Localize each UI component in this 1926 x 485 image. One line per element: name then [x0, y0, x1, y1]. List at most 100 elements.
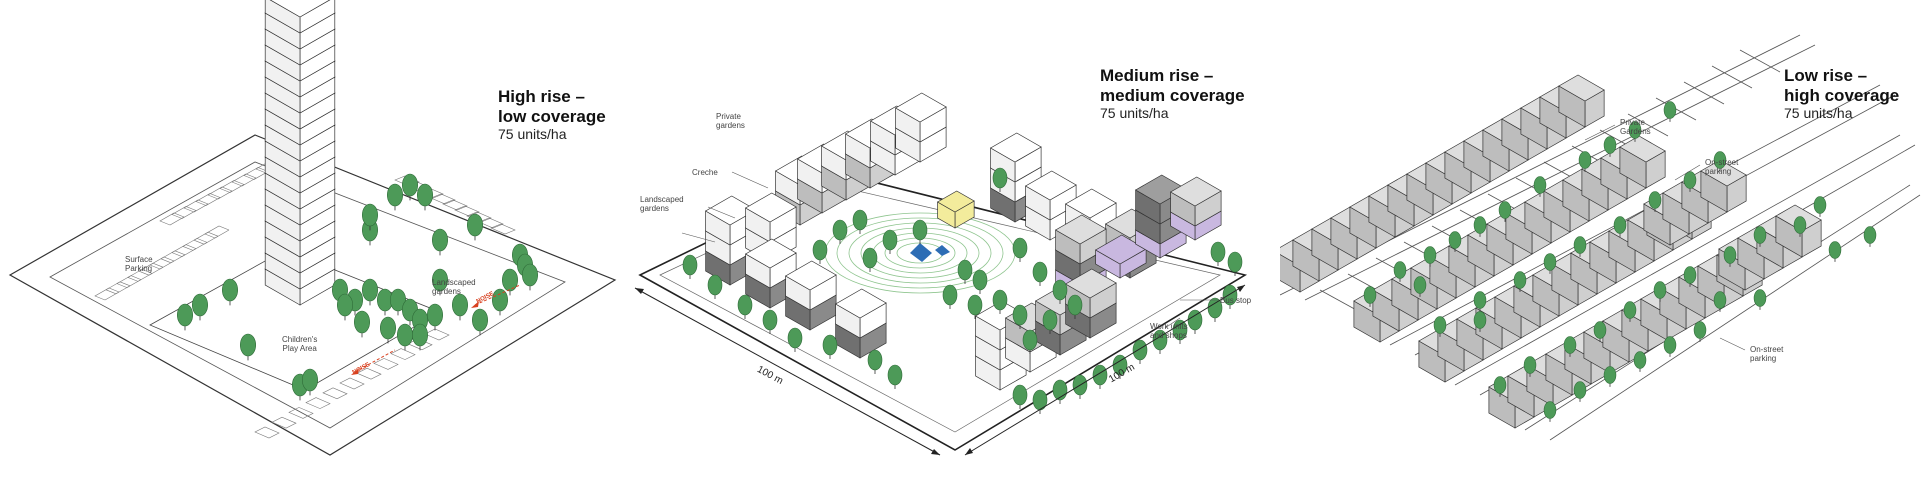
tree — [1473, 291, 1487, 309]
tree — [361, 203, 378, 227]
creche-building — [936, 190, 975, 213]
tree — [992, 167, 1008, 189]
parking-bay — [183, 199, 209, 213]
building — [1064, 268, 1117, 299]
title-line-2: medium coverage — [1100, 86, 1245, 105]
panel-high-rise: High rise – low coverage 75 units/ha Sur… — [0, 0, 620, 485]
density-label: 75 units/ha — [1784, 105, 1853, 121]
tree — [1533, 176, 1547, 194]
tree — [822, 334, 838, 356]
tree — [1012, 384, 1028, 406]
street-line — [1549, 194, 1921, 441]
building — [1064, 188, 1117, 219]
tree — [1753, 289, 1767, 307]
tree — [1828, 241, 1842, 259]
tower-floor — [269, 0, 331, 18]
title-line-1: Low rise – — [1784, 66, 1868, 85]
tree — [1753, 226, 1767, 244]
density-label: 75 units/ha — [498, 126, 567, 142]
tree — [1393, 261, 1407, 279]
tree — [1210, 241, 1226, 263]
building — [744, 238, 797, 269]
building — [784, 260, 837, 291]
parking-bay — [373, 358, 399, 370]
tree — [1523, 356, 1537, 374]
parking-bay — [430, 193, 456, 205]
tree — [1012, 237, 1028, 259]
work-unit — [1094, 234, 1147, 265]
title-line-1: High rise – — [498, 87, 585, 106]
tree — [411, 323, 428, 347]
parking-bay — [478, 217, 504, 229]
parking-bay — [195, 193, 221, 206]
title-line-2: low coverage — [498, 107, 606, 126]
tree — [1498, 201, 1512, 219]
tree — [1227, 251, 1243, 273]
tree — [1172, 319, 1188, 341]
title-line-1: Medium rise – — [1100, 66, 1214, 85]
surface-parking-label: Surface Parking — [125, 255, 153, 273]
tree — [1052, 279, 1068, 301]
plot-divider — [1319, 289, 1361, 313]
tree — [787, 327, 803, 349]
parking-bay — [305, 397, 331, 409]
tree — [1603, 366, 1617, 384]
tree — [379, 316, 396, 340]
tree — [867, 349, 883, 371]
tree — [1613, 216, 1627, 234]
parking-bay — [171, 206, 197, 219]
parking-bay — [322, 387, 348, 400]
parking-bay — [390, 348, 416, 360]
tree — [882, 229, 898, 251]
tree — [240, 333, 257, 357]
tree — [386, 183, 403, 207]
tree — [1663, 101, 1677, 119]
tree — [1683, 171, 1697, 189]
plot-divider — [1683, 81, 1725, 105]
landscaped-gardens-label: Landscaped gardens — [432, 278, 476, 296]
tree — [396, 323, 413, 347]
tree — [1132, 339, 1148, 361]
title-line-2: high coverage — [1784, 86, 1900, 105]
building — [744, 192, 797, 223]
tree — [1448, 231, 1462, 249]
panel-low-rise: Low rise – high coverage 75 units/ha Pri… — [1280, 0, 1926, 485]
parking-bay — [231, 173, 257, 187]
street-line — [1389, 84, 1881, 346]
tree — [1473, 216, 1487, 234]
tree — [862, 247, 878, 269]
tree — [353, 310, 370, 334]
density-label: 75 units/ha — [1100, 105, 1169, 121]
tree — [992, 289, 1008, 311]
tree — [1593, 321, 1607, 339]
plot-divider — [1711, 65, 1753, 89]
tree — [1012, 304, 1028, 326]
creche-label: Creche — [692, 168, 718, 177]
parking-bay — [271, 416, 297, 429]
landscape-contour — [836, 217, 1004, 289]
tower-floor — [264, 0, 301, 34]
high-rise-diagram — [8, 0, 617, 456]
tree — [1473, 311, 1487, 329]
medium-rise-diagram — [634, 92, 1248, 456]
tree — [1723, 246, 1737, 264]
tree — [887, 364, 903, 386]
tree — [431, 268, 448, 292]
tree — [1573, 236, 1587, 254]
tree — [521, 263, 538, 287]
tree — [1713, 151, 1727, 169]
parking-bay — [424, 328, 450, 341]
parking-bay — [243, 167, 269, 180]
tree — [1623, 301, 1637, 319]
tree — [466, 213, 483, 237]
tree — [762, 309, 778, 331]
street-line — [1454, 134, 1901, 386]
tree — [431, 228, 448, 252]
parking-bay — [207, 186, 233, 200]
tree — [1543, 401, 1557, 419]
play-area-label: Children's Play Area — [282, 335, 318, 353]
tree — [1693, 321, 1707, 339]
tree — [1187, 309, 1203, 331]
landscaped-gardens-label-block: Landscaped gardens — [640, 195, 684, 213]
tree — [972, 269, 988, 291]
